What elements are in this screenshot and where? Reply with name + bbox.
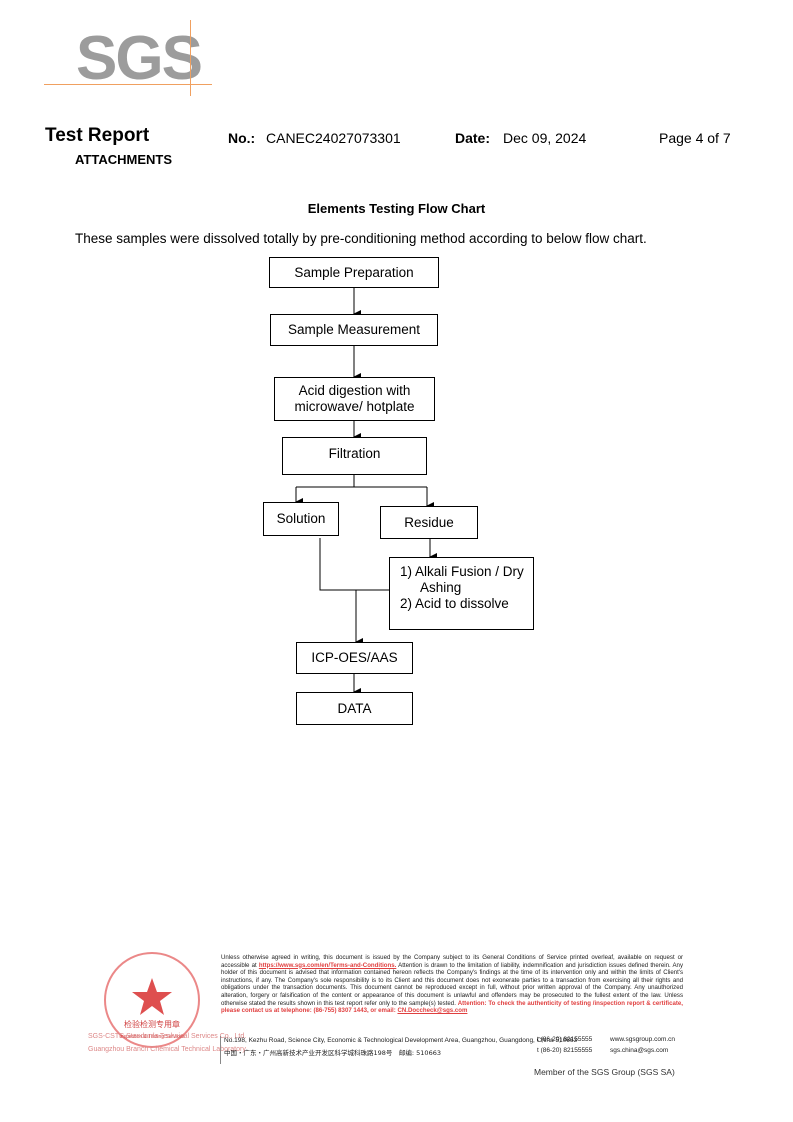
telephone-1: t (86-20) 82155555: [537, 1036, 593, 1043]
step-solution: Solution: [263, 502, 339, 536]
report-number: CANEC24027073301: [266, 130, 401, 146]
seal-text-cn: 检验检测专用章: [124, 1019, 180, 1029]
fusion-line-1: 1) Alkali Fusion / Dry: [400, 564, 524, 579]
address-english: No.198, Kezhu Road, Science City, Econom…: [224, 1037, 578, 1044]
seal-side-line-2: Guangzhou Branch Chemical Technical Labo…: [88, 1046, 246, 1053]
report-date: Dec 09, 2024: [503, 130, 587, 146]
report-title: Test Report: [45, 125, 150, 146]
fusion-line-3: 2) Acid to dissolve: [400, 596, 509, 611]
step-sample-preparation: Sample Preparation: [269, 257, 439, 288]
solution-merge-line: [319, 538, 389, 591]
report-number-label: No.:: [228, 130, 256, 146]
doccheck-email-link[interactable]: CN.Doccheck@sgs.com: [397, 1007, 468, 1015]
telephone-2: t (86-20) 82155555: [537, 1047, 593, 1054]
section-label: ATTACHMENTS: [75, 152, 173, 167]
terms-link[interactable]: https://www.sgs.com/en/Terms-and-Conditi…: [258, 961, 397, 969]
step-sample-measurement: Sample Measurement: [270, 314, 438, 346]
logo-vertical-line: [190, 20, 191, 96]
attention-text: Attention: To check the authenticity of …: [221, 999, 684, 1015]
intro-text: These samples were dissolved totally by …: [75, 231, 647, 246]
email-link[interactable]: sgs.china@sgs.com: [610, 1047, 669, 1054]
step-acid-digestion: Acid digestion with microwave/ hotplate: [274, 377, 435, 421]
page-number: Page 4 of 7: [659, 130, 731, 146]
member-note: Member of the SGS Group (SGS SA): [534, 1067, 675, 1077]
logo-horizontal-line: [44, 84, 212, 85]
step-data: DATA: [296, 692, 413, 725]
disclaimer-part-2: Attention is drawn to the limitation of …: [221, 961, 683, 1007]
address-chinese: 中国・广东・广州高新技术产业开发区科学城科珠路198号 邮编: 510663: [224, 1049, 441, 1057]
sgs-logo: SGS: [76, 24, 203, 93]
step-filtration: Filtration: [282, 437, 427, 475]
footer-disclaimer: Unless otherwise agreed in writing, this…: [221, 954, 683, 1015]
seal-side-line-1: SGS-CSTC Standards Technical Services Co…: [88, 1033, 247, 1040]
acid-line-1: Acid digestion with: [298, 383, 411, 398]
step-residue: Residue: [380, 506, 478, 539]
footer-separator: [220, 1036, 221, 1064]
company-seal-icon: 检验检测专用章 Inspection & Testing Services: [104, 952, 200, 1048]
disclaimer-part-1: Unless otherwise agreed in writing, this…: [221, 954, 683, 969]
fusion-line-2: Ashing: [420, 580, 462, 595]
seal-text-en: Inspection & Testing Services: [119, 1034, 185, 1040]
acid-line-2: microwave/ hotplate: [294, 399, 415, 414]
step-icp-oes-aas: ICP-OES/AAS: [296, 642, 413, 674]
step-alkali-fusion: 1) Alkali Fusion / Dry Ashing 2) Acid to…: [389, 557, 534, 630]
date-label: Date:: [455, 130, 491, 146]
flow-chart-title: Elements Testing Flow Chart: [307, 201, 486, 216]
website-link[interactable]: www.sgsgroup.com.cn: [610, 1036, 676, 1043]
